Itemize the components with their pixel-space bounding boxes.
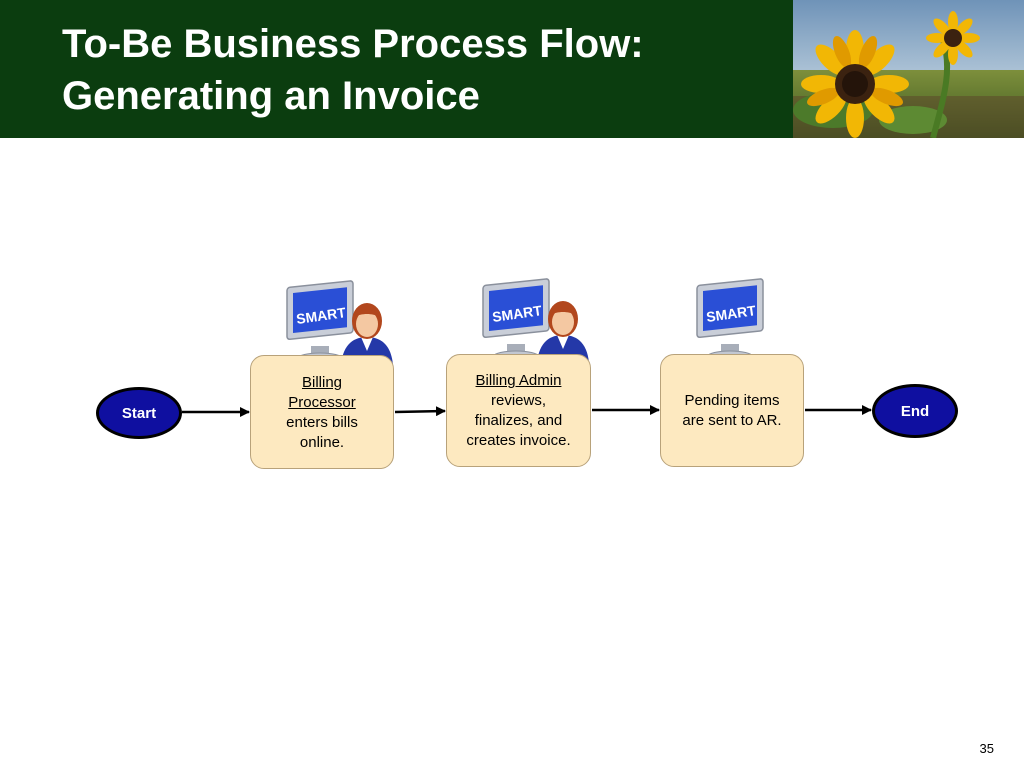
step-text-line-2: finalizes, and <box>474 412 563 429</box>
smart-computer-icon: SMART <box>693 278 773 364</box>
step-text-line-1: enters bills <box>286 414 358 431</box>
step-billing-admin: Billing Admin reviews, finalizes, and cr… <box>446 354 591 467</box>
step-actor-line-2: Processor <box>288 394 356 411</box>
start-label: Start <box>121 404 157 422</box>
smart-label: SMART <box>705 302 757 325</box>
smart-label: SMART <box>491 302 543 325</box>
step-billing-processor: Billing Processor enters bills online. <box>250 355 394 469</box>
page-number: 35 <box>979 741 994 756</box>
end-label: End <box>900 402 930 420</box>
step-text-line-2: are sent to AR. <box>682 411 782 429</box>
title-line-2: Generating an Invoice <box>62 74 480 118</box>
step-text-line-1: Pending items <box>684 391 780 409</box>
end-node: End <box>872 384 958 438</box>
step-text-line-2: online. <box>299 434 345 451</box>
step-actor: Billing Admin <box>475 372 562 389</box>
title-line-1: To-Be Business Process Flow: <box>62 22 644 66</box>
smart-label: SMART <box>295 304 347 327</box>
step-pending-items: Pending items are sent to AR. <box>660 354 804 467</box>
smart-computer-icon: SMART <box>283 280 363 366</box>
sunflower-photo <box>793 0 1024 138</box>
arrow-step1-to-step2 <box>394 406 446 417</box>
page-title: To-Be Business Process Flow: Generating … <box>62 18 782 122</box>
step-actor-line-1: Billing <box>301 374 343 391</box>
step-text-line-3: creates invoice. <box>466 432 571 449</box>
start-node: Start <box>96 387 182 439</box>
step-text-line-1: reviews, <box>490 392 546 409</box>
